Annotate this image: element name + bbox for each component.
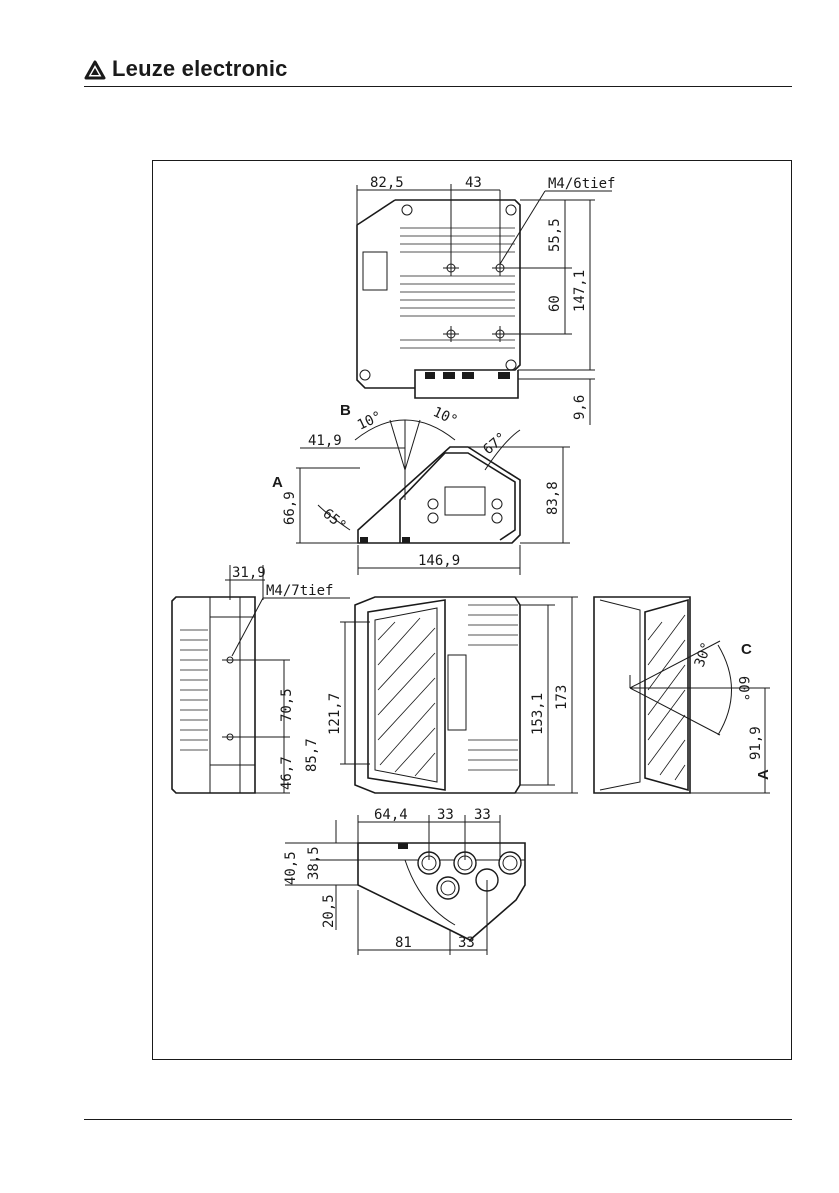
dim-81: 81 [395, 935, 412, 951]
right-view: 30° 60° 91,9 C A [594, 597, 772, 793]
dim-147-1: 147,1 [572, 270, 588, 312]
dim-43: 43 [465, 175, 482, 191]
dim-41-9: 41,9 [308, 433, 342, 449]
dim-angle-60: 60° [735, 676, 751, 701]
thread-label-m4-7tief: M4/7tief [266, 583, 333, 599]
dim-153-1: 153,1 [530, 693, 546, 735]
side-view: 41,9 10° 10° 67° 65° 66,9 83,8 146,9 A B [272, 402, 570, 575]
view-label-a: A [272, 474, 283, 491]
dim-85-7: 85,7 [304, 738, 320, 772]
front-view: 121,7 153,1 173 [327, 597, 578, 793]
dim-70-5: 70,5 [279, 688, 295, 722]
dim-146-9: 146,9 [418, 553, 460, 569]
dim-83-8: 83,8 [545, 481, 561, 515]
dim-82-5: 82,5 [370, 175, 404, 191]
bottom-view: 64,4 33 33 40,5 38,5 20,5 81 33 [283, 807, 525, 955]
dim-38-5: 38,5 [306, 846, 322, 880]
dim-33-bottom: 33 [458, 935, 475, 951]
dim-91-9: 91,9 [748, 726, 764, 760]
dim-121-7: 121,7 [327, 693, 343, 735]
dim-60: 60 [547, 295, 563, 312]
view-label-a-right: A [755, 769, 772, 780]
dim-46-7: 46,7 [279, 756, 295, 790]
top-view: 82,5 43 M4/6tief 55,5 60 147,1 9,6 [357, 175, 615, 425]
footer-rule [84, 1119, 792, 1120]
dim-33-top-left: 33 [437, 807, 454, 823]
view-label-c: C [741, 641, 752, 658]
left-view: 31,9 M4/7tief 70,5 46,7 85,7 [172, 565, 350, 793]
dim-9-6: 9,6 [572, 395, 588, 420]
view-label-b: B [340, 402, 351, 419]
dim-40-5: 40,5 [283, 851, 299, 885]
dim-64-4: 64,4 [374, 807, 408, 823]
dim-angle-67: 67° [480, 430, 510, 459]
thread-label-m4-6tief: M4/6tief [548, 176, 615, 192]
dim-66-9: 66,9 [282, 491, 298, 525]
dim-31-9: 31,9 [232, 565, 266, 581]
dim-angle-30: 30° [692, 640, 716, 669]
dim-33-top-right: 33 [474, 807, 491, 823]
dim-173: 173 [554, 685, 570, 710]
dim-angle-10-right: 10° [430, 404, 460, 429]
dim-angle-10-left: 10° [355, 408, 385, 433]
dim-20-5: 20,5 [321, 894, 337, 928]
dim-55-5: 55,5 [547, 218, 563, 252]
